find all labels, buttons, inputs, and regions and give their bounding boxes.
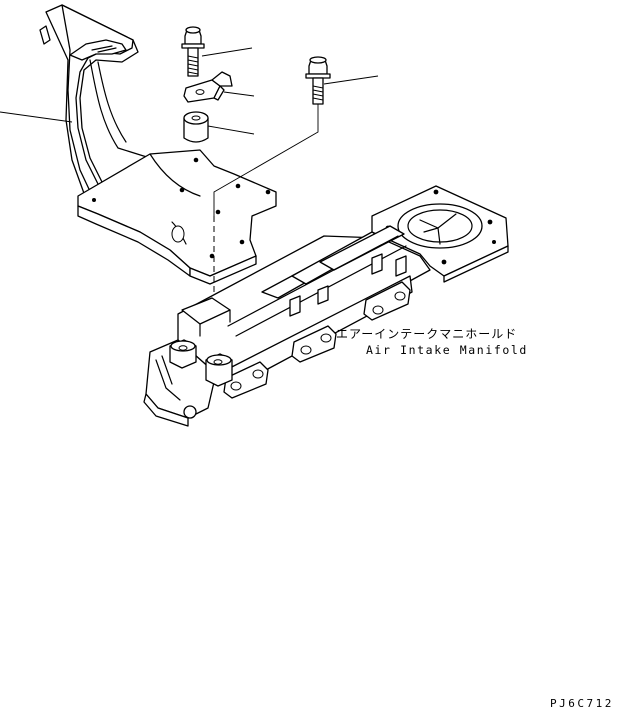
- bolt-upper: [181, 26, 205, 77]
- leader-bolt-upper: [201, 47, 253, 57]
- spacer: [183, 111, 209, 143]
- leader-clip: [223, 91, 255, 97]
- leader-bolt-right: [323, 75, 379, 85]
- part-label-jp: エアーインテークマニホールド: [336, 327, 518, 341]
- leader-spacer: [207, 125, 255, 135]
- bracket: [39, 4, 277, 285]
- bolt-right: [305, 56, 331, 105]
- air-intake-manifold: [143, 185, 509, 427]
- part-label-en: Air Intake Manifold: [366, 343, 528, 357]
- leader-bracket: [0, 111, 73, 123]
- clip: [183, 71, 233, 103]
- drawing-code: PJ6C712: [550, 697, 614, 710]
- runner-lugs: [223, 281, 411, 399]
